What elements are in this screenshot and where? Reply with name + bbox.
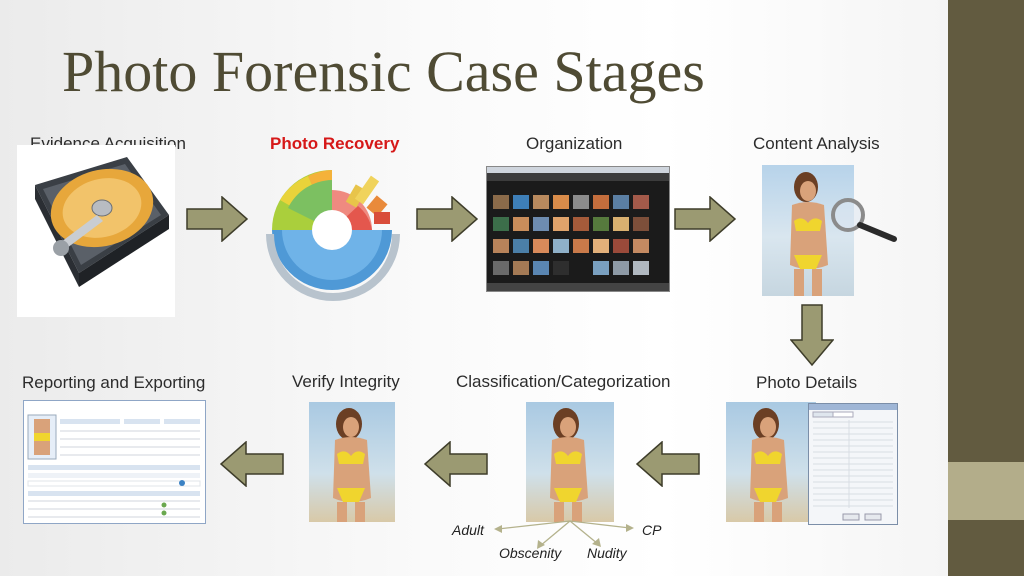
category-obscenity: Obscenity bbox=[499, 545, 562, 561]
category-nudity: Nudity bbox=[587, 545, 627, 561]
hard-drive-icon bbox=[17, 145, 175, 317]
photo-browser-icon bbox=[486, 166, 670, 292]
properties-window-icon bbox=[808, 403, 898, 525]
category-cp: CP bbox=[642, 522, 662, 538]
arrow-left-2 bbox=[424, 441, 488, 487]
classification-photo bbox=[526, 402, 614, 522]
sidebar-accent bbox=[948, 462, 1024, 520]
arrow-right-2 bbox=[416, 196, 478, 242]
stage-label-verify-integrity: Verify Integrity bbox=[292, 372, 400, 391]
arrow-left-1 bbox=[636, 441, 700, 487]
content-analysis-photo bbox=[762, 165, 854, 296]
arrow-right-3 bbox=[674, 196, 736, 242]
arrow-down bbox=[790, 304, 834, 366]
stage-label-reporting: Reporting and Exporting bbox=[22, 373, 206, 392]
verify-integrity-photo bbox=[309, 402, 395, 522]
photo-details-photo bbox=[726, 402, 816, 522]
stage-label-classification: Classification/Categorization bbox=[456, 372, 671, 391]
sunburst-chart-icon bbox=[262, 168, 412, 303]
magnifier-icon bbox=[828, 195, 900, 243]
stage-label-photo-recovery: Photo Recovery bbox=[270, 134, 400, 153]
stage-label-photo-details: Photo Details bbox=[756, 373, 858, 392]
stage-label-organization: Organization bbox=[526, 134, 623, 153]
arrow-left-3 bbox=[220, 441, 284, 487]
category-adult: Adult bbox=[452, 522, 484, 538]
arrow-right-1 bbox=[186, 196, 248, 242]
category-connectors bbox=[490, 516, 640, 556]
report-window-icon bbox=[23, 400, 206, 524]
slide-title: Photo Forensic Case Stages bbox=[62, 39, 705, 104]
stage-label-content-analysis: Content Analysis bbox=[753, 134, 880, 153]
